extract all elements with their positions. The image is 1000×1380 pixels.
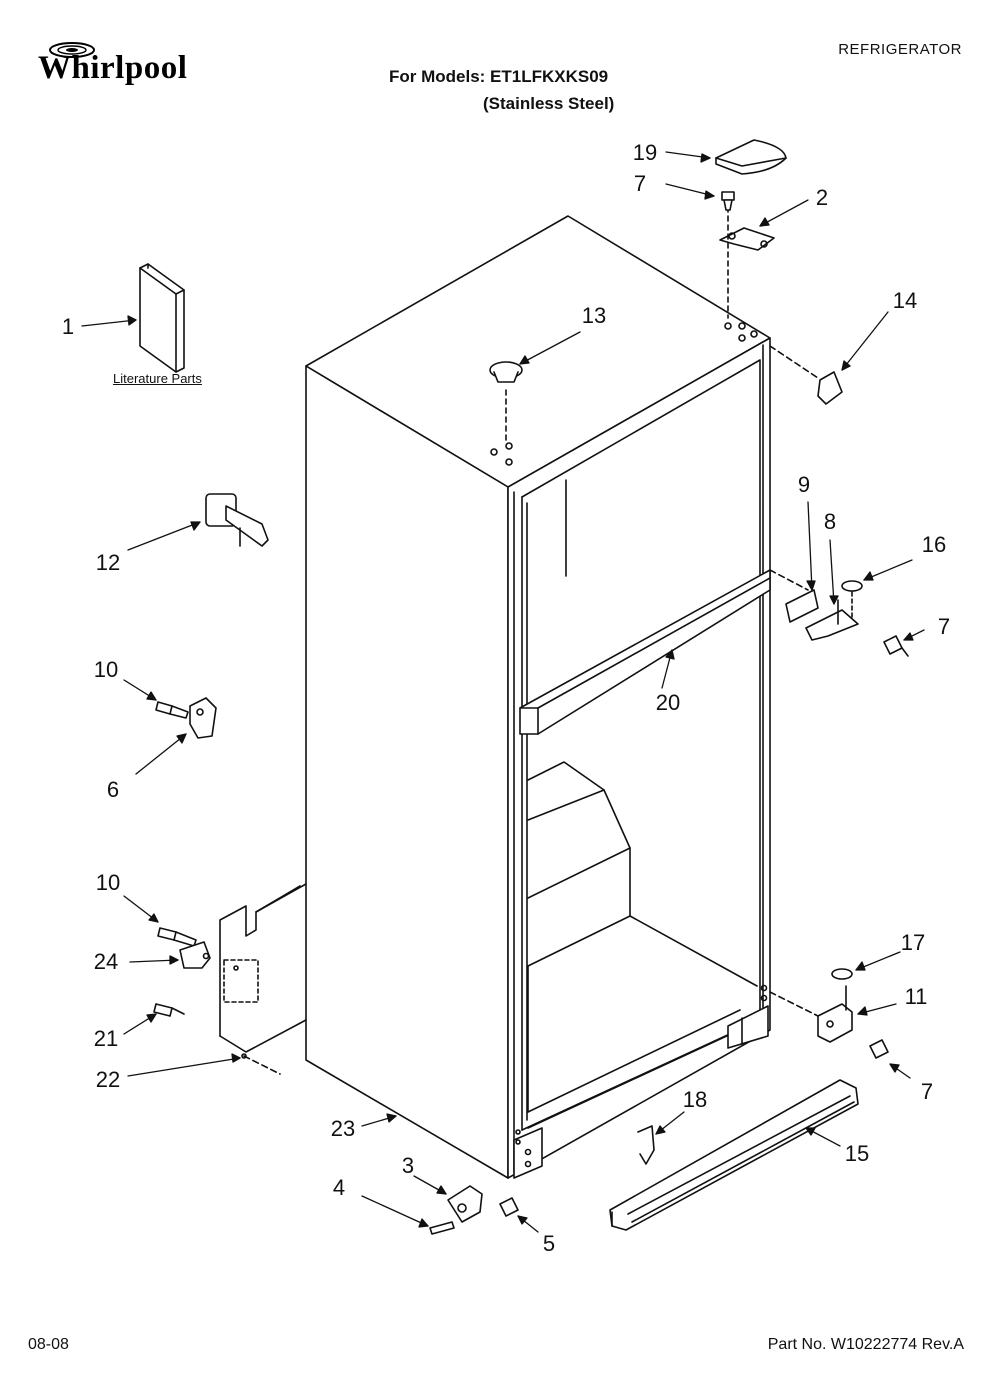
callout-3: 3 [401,1153,415,1178]
part-10-screw-lower [157,927,197,947]
part-2-top-hinge [719,197,775,319]
part-9-shim [785,589,819,623]
callout-21: 21 [93,1026,119,1051]
part-19-hinge-cover [715,139,787,175]
part-14-cap [769,345,843,405]
leader-arrows [81,151,925,1233]
callout-10-upper: 10 [93,657,119,682]
refrigerator-cabinet [219,215,771,1179]
callout-17: 17 [900,930,926,955]
part-5-screw [499,1197,519,1217]
revision-date: 08-08 [28,1336,69,1353]
models-line: For Models: ET1LFKXKS09 [389,67,609,86]
finish-line: (Stainless Steel) [483,94,615,113]
part-4-roller-pin [429,1221,455,1235]
callout-22: 22 [95,1067,121,1092]
part-18-clip [637,1125,655,1165]
category-label: REFRIGERATOR [838,41,962,58]
callout-7-bottom: 7 [920,1079,934,1104]
callout-24: 24 [93,949,119,974]
callout-1: 1 [61,314,75,339]
callout-14: 14 [892,288,918,313]
callout-8: 8 [823,509,837,534]
part-1-literature [139,263,185,373]
part-10-screw-upper [155,701,189,719]
callout-4: 4 [332,1175,346,1200]
part-24-bracket [179,941,211,969]
part-20-mullion [519,569,771,735]
part-13-plug [489,361,523,441]
part-12-handle [205,493,269,547]
part-21-screw [153,1003,185,1017]
part-7-screw-bottom [869,1039,889,1059]
part-11-bottom-hinge [817,985,853,1043]
model-heading: For Models: ET1LFKXKS09 (Stainless Steel… [389,63,614,117]
callout-5: 5 [542,1231,556,1256]
bottom-hinge-leader [769,991,819,1017]
part-7-screw-mid [883,635,909,657]
brand-name: Whirlpool [38,50,188,86]
callout-6: 6 [106,777,120,802]
part-7-screw-top [721,191,735,211]
callout-7-top: 7 [633,171,647,196]
whirlpool-logo: Whirlpool [24,40,194,96]
part-number: Part No. W10222774 Rev.A [767,1336,964,1353]
callout-12: 12 [95,550,121,575]
logo-swirl-icon [49,42,95,58]
callout-9: 9 [797,472,811,497]
callout-7-mid: 7 [937,614,951,639]
callout-11: 11 [904,984,928,1009]
callout-15: 15 [844,1141,870,1166]
callout-19: 19 [632,140,658,165]
part-16-washer [841,580,863,621]
part-17-washer [831,968,853,980]
mullion-leader [769,569,809,591]
callout-16: 16 [921,532,947,557]
callout-10-lower: 10 [95,870,121,895]
part-6-door-stop [189,697,217,739]
part-15-toe-grille [609,1079,859,1231]
part-3-leveler [447,1185,483,1223]
part-8-center-hinge [805,599,859,641]
literature-parts-label: Literature Parts [113,371,202,386]
callout-18: 18 [682,1087,708,1112]
callout-13: 13 [581,303,607,328]
callout-23: 23 [330,1116,356,1141]
callout-2: 2 [815,185,829,210]
part-22-leader [243,1055,281,1075]
callout-20: 20 [655,690,681,715]
